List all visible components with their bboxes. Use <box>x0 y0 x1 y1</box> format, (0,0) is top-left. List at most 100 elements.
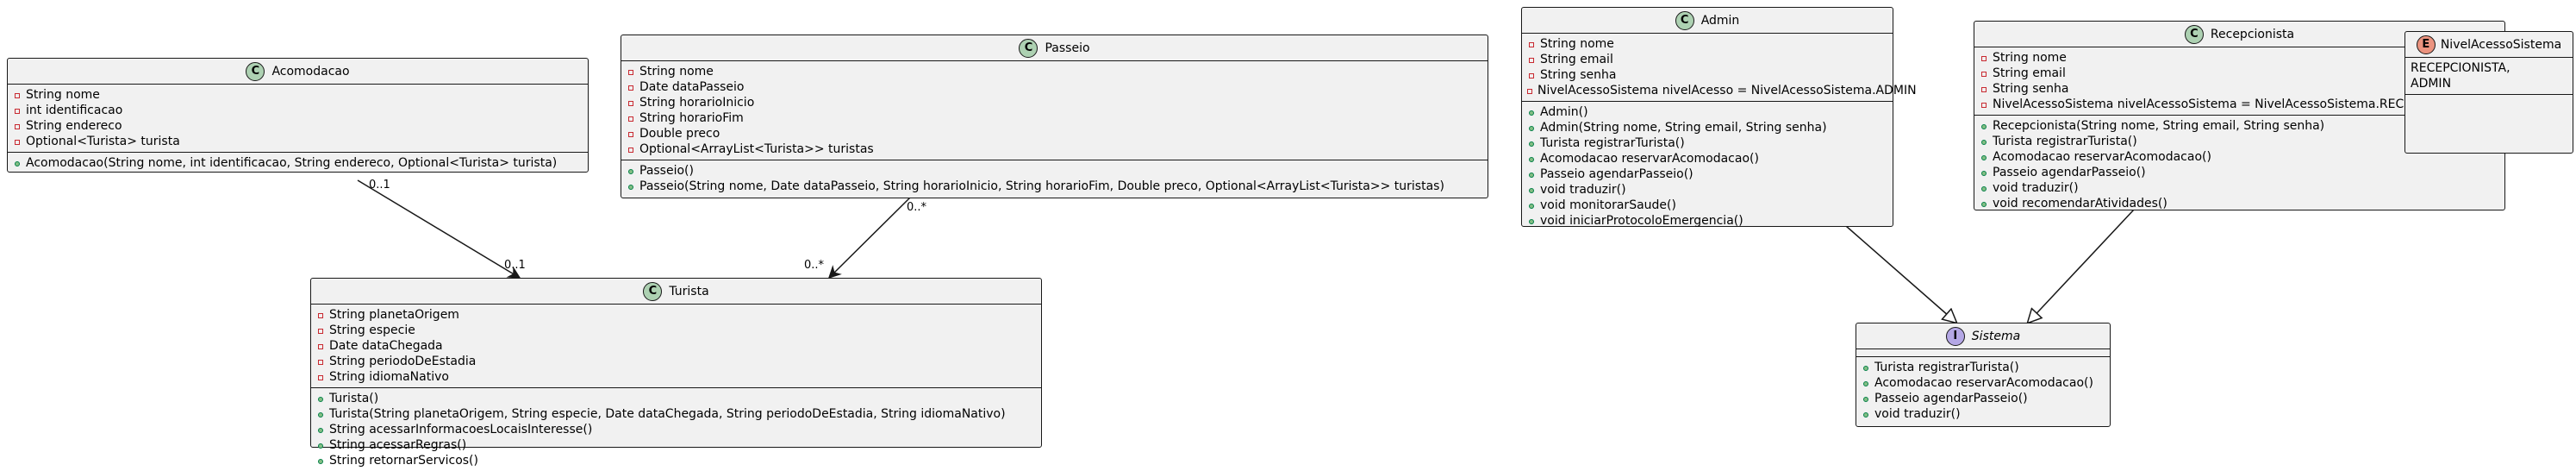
method: Turista registrarTurista() <box>1980 134 2499 149</box>
multiplicity-acomodacao-target: 0..1 <box>504 259 526 272</box>
method: Turista(String planetaOrigem, String esp… <box>316 406 1036 422</box>
public-icon <box>1527 104 1535 120</box>
attribute: String nome <box>1980 50 2499 66</box>
private-icon <box>1527 52 1535 67</box>
private-icon <box>316 354 324 369</box>
public-icon <box>627 163 634 179</box>
class-header: C Recepcionista <box>1974 22 2504 47</box>
methods-section: Passeio() Passeio(String nome, Date data… <box>621 160 1488 197</box>
class-header: C Acomodacao <box>8 59 588 85</box>
attribute: String senha <box>1980 81 2499 97</box>
method: Turista registrarTurista() <box>1862 360 2105 375</box>
attribute: String email <box>1527 52 1887 67</box>
attribute: String periodoDeEstadia <box>316 354 1036 369</box>
public-icon <box>316 406 324 422</box>
private-icon <box>627 141 634 157</box>
attribute: NivelAcessoSistema nivelAcessoSistema = … <box>1980 97 2499 112</box>
private-icon <box>316 369 324 385</box>
attributes-section: String nome int identificacao String end… <box>8 85 588 153</box>
public-icon <box>1980 134 1987 149</box>
method: void traduzir() <box>1980 180 2499 196</box>
attribute: String horarioInicio <box>627 95 1482 110</box>
private-icon <box>1527 36 1535 52</box>
interface-name: Sistema <box>1971 329 2021 343</box>
public-icon <box>1980 149 1987 165</box>
method: Turista registrarTurista() <box>1527 135 1887 151</box>
attribute: String endereco <box>13 118 583 134</box>
interface-sistema[interactable]: I Sistema Turista registrarTurista() Aco… <box>1856 323 2111 427</box>
private-icon <box>1980 50 1987 66</box>
method: Acomodacao reservarAcomodacao() <box>1862 375 2105 391</box>
method: Passeio(String nome, Date dataPasseio, S… <box>627 179 1482 194</box>
attribute: String nome <box>627 64 1482 79</box>
methods-section: Recepcionista(String nome, String email,… <box>1974 116 2504 214</box>
multiplicity-passeio-source: 0..* <box>907 201 927 214</box>
attribute: String planetaOrigem <box>316 307 1036 323</box>
public-icon <box>13 155 21 171</box>
class-badge-icon: C <box>2184 24 2204 44</box>
class-acomodacao[interactable]: C Acomodacao String nome int identificac… <box>7 58 589 173</box>
enum-header: E NivelAcessoSistema <box>2405 32 2573 58</box>
method: String acessarRegras() <box>316 437 1036 453</box>
enum-value: RECEPCIONISTA, <box>2411 61 2511 75</box>
method: Passeio() <box>627 163 1482 179</box>
enum-nivel-acesso-sistema-final-render[interactable]: E NivelAcessoSistema RECEPCIONISTA, ADMI… <box>2404 31 2573 154</box>
attribute: Double preco <box>627 126 1482 141</box>
attributes-section: String planetaOrigem String especie Date… <box>311 305 1041 388</box>
private-icon <box>627 110 634 126</box>
multiplicity-passeio-target: 0..* <box>804 259 825 272</box>
attribute: Optional<ArrayList<Turista>> turistas <box>627 141 1482 157</box>
public-icon <box>1527 213 1535 229</box>
public-icon <box>1862 360 1869 375</box>
private-icon <box>13 134 21 149</box>
edge-recepcionista-sistema <box>2028 209 2135 323</box>
attributes-section: String nome String email String senha Ni… <box>1522 34 1917 102</box>
class-badge-icon: C <box>1019 38 1039 58</box>
class-name: Admin <box>1700 13 1740 28</box>
private-icon <box>13 87 21 103</box>
private-icon <box>627 64 634 79</box>
class-name: Recepcionista <box>2210 27 2295 41</box>
public-icon <box>1527 166 1535 182</box>
attribute: NivelAcessoSistema nivelAcesso = NivelAc… <box>1527 83 1917 98</box>
private-icon <box>13 118 21 134</box>
methods-section: Turista() Turista(String planetaOrigem, … <box>311 388 1041 471</box>
method: Passeio agendarPasseio() <box>1980 165 2499 180</box>
method: Acomodacao(String nome, int identificaca… <box>13 155 583 171</box>
relationship-edges <box>357 179 2135 455</box>
enum-badge-icon: E <box>2416 35 2436 54</box>
edge-passeio-turista <box>827 197 911 279</box>
method: Admin() <box>1527 104 1887 120</box>
attribute: Date dataPasseio <box>627 79 1482 95</box>
edge-admin-sistema <box>1845 225 1956 323</box>
method: Passeio agendarPasseio() <box>1527 166 1887 182</box>
public-icon <box>1980 180 1987 196</box>
attribute: Date dataChegada <box>316 338 1036 354</box>
methods-section: Turista registrarTurista() Acomodacao re… <box>1856 357 2110 424</box>
method: void traduzir() <box>1862 406 2105 422</box>
private-icon <box>1527 67 1535 83</box>
method: String acessarInformacoesLocaisInteresse… <box>316 422 1036 437</box>
class-turista[interactable]: C Turista String planetaOrigem String es… <box>310 278 1042 468</box>
class-admin[interactable]: C Admin String nome String email String … <box>1521 7 1917 229</box>
method: Turista() <box>316 391 1036 406</box>
private-icon <box>627 95 634 110</box>
method: void recomendarAtividades() <box>1980 196 2499 211</box>
attribute: Optional<Turista> turista <box>13 134 583 149</box>
public-icon <box>1527 151 1535 166</box>
public-icon <box>1980 118 1987 134</box>
method: Acomodacao reservarAcomodacao() <box>1527 151 1887 166</box>
attribute: String email <box>1980 66 2499 81</box>
private-icon <box>316 323 324 338</box>
class-badge-icon: C <box>246 61 265 81</box>
private-icon <box>13 103 21 118</box>
public-icon <box>316 391 324 406</box>
methods-section: Acomodacao(String nome, int identificaca… <box>8 153 588 173</box>
public-icon <box>1862 406 1869 422</box>
method: Passeio agendarPasseio() <box>1862 391 2105 406</box>
method: Admin(String nome, String email, String … <box>1527 120 1887 135</box>
public-icon <box>1527 182 1535 198</box>
interface-header: I Sistema <box>1856 323 2110 349</box>
class-name: Acomodacao <box>271 64 350 78</box>
class-passeio[interactable]: C Passeio String nome Date dataPasseio S… <box>621 35 1488 198</box>
